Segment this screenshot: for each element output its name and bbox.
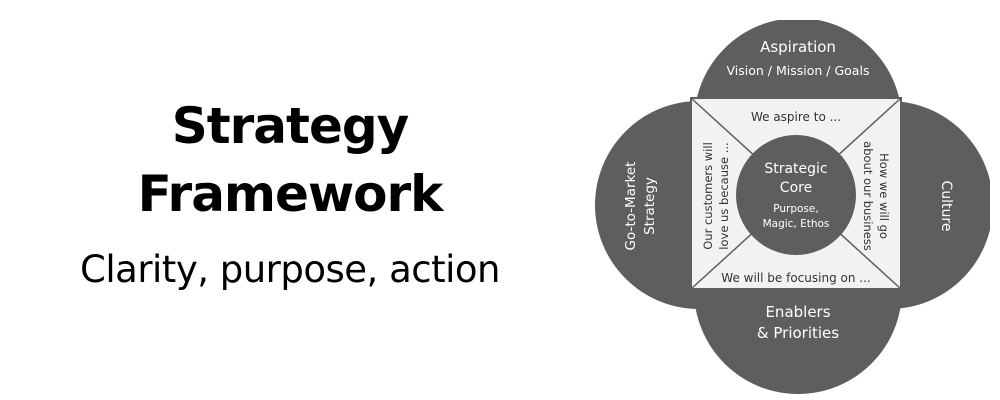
core-title-line-1: Strategic <box>764 161 827 177</box>
title-line-2: Framework <box>137 165 444 223</box>
go-to-market-line-2: Strategy <box>642 177 658 235</box>
prompt-left-line-2: love us because ... <box>717 142 731 249</box>
enablers-line-1: Enablers <box>765 303 830 321</box>
core-sub-line-1: Purpose, <box>773 203 818 215</box>
strategy-framework-diagram: Aspiration Vision / Mission / Goals Enab… <box>595 18 993 399</box>
go-to-market-line-1: Go-to-Market <box>623 162 639 251</box>
strategic-core-circle <box>736 135 856 255</box>
framework-svg: Aspiration Vision / Mission / Goals Enab… <box>595 18 993 394</box>
enablers-line-2: & Priorities <box>757 324 839 342</box>
prompt-right: How we will go about our business <box>861 141 891 251</box>
culture-label: Culture <box>938 181 954 232</box>
title-line-1: Strategy <box>171 97 410 155</box>
prompt-right-line-1: How we will go <box>877 153 891 239</box>
core-sub-line-2: Magic, Ethos <box>763 218 830 230</box>
core-title-line-2: Core <box>780 180 812 196</box>
prompt-left: Our customers will love us because ... <box>701 142 731 250</box>
aspiration-subtitle: Vision / Mission / Goals <box>727 63 870 78</box>
title-block: Strategy Framework Clarity, purpose, act… <box>30 92 550 294</box>
prompt-right-line-2: about our business <box>861 141 875 251</box>
prompt-bottom: We will be focusing on ... <box>721 271 870 285</box>
prompt-left-line-1: Our customers will <box>701 142 715 250</box>
culture-label-group: Culture <box>938 181 954 232</box>
go-to-market-label: Go-to-Market Strategy <box>623 162 658 251</box>
subtitle: Clarity, purpose, action <box>80 248 500 291</box>
aspiration-title: Aspiration <box>760 38 836 56</box>
prompt-top: We aspire to ... <box>751 110 841 124</box>
